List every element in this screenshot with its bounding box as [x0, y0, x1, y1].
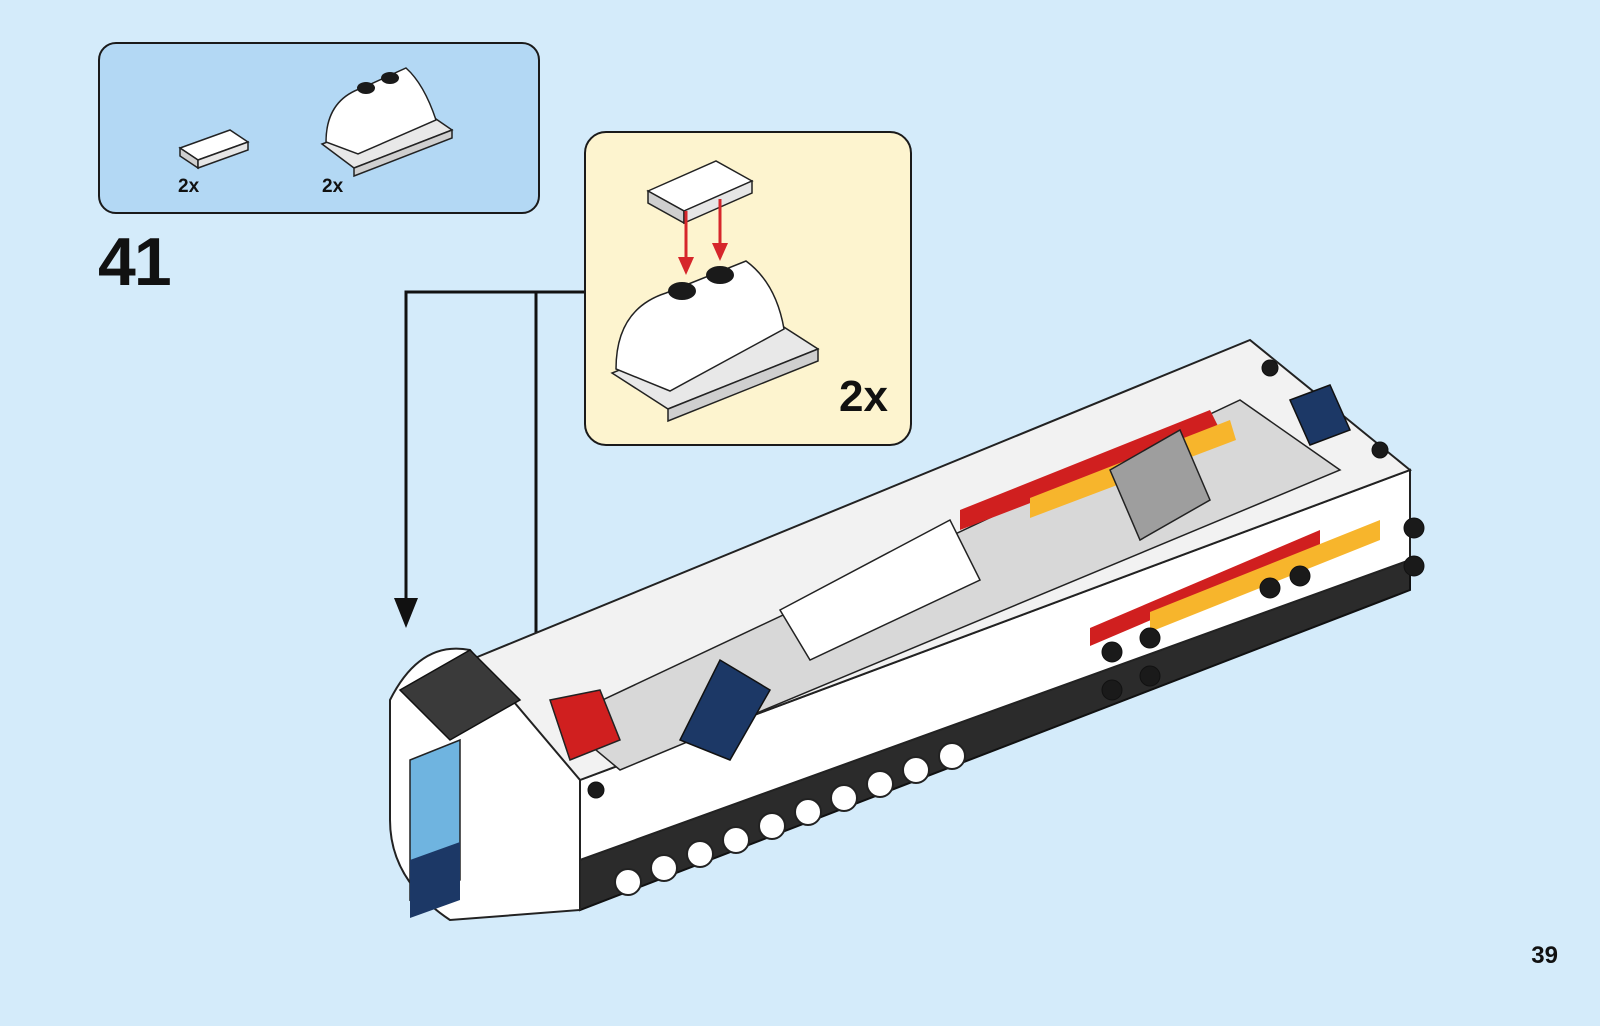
callout-quantity: 2x [839, 372, 888, 422]
arrow-head-left-icon [394, 598, 418, 628]
sub-assembly-callout: 2x [584, 131, 912, 446]
page-number: 39 [1531, 942, 1558, 970]
curved-slope-piece-icon [612, 261, 818, 421]
tile-piece-icon [648, 161, 752, 223]
